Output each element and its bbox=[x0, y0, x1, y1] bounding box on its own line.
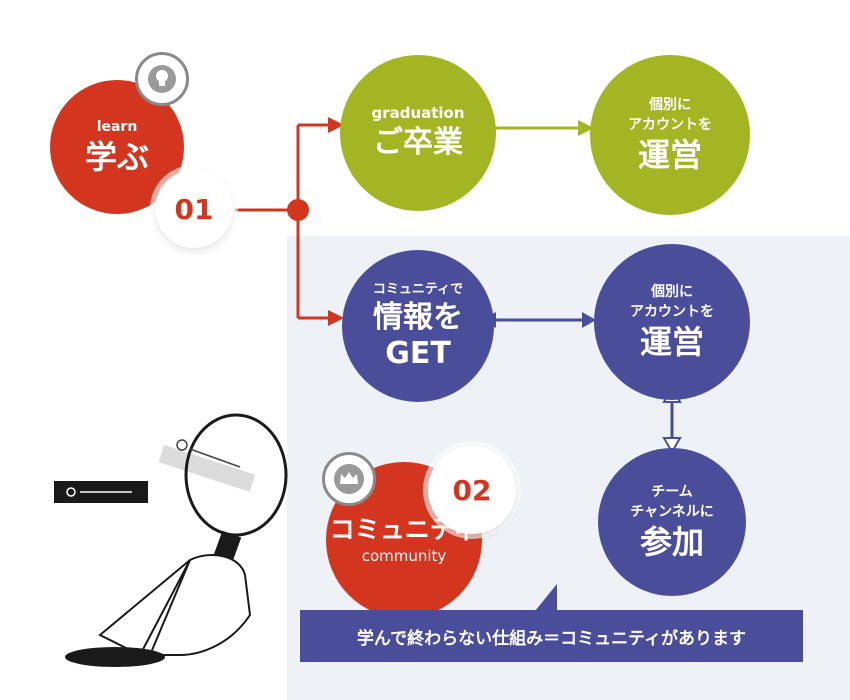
team-line2: チャンネルに bbox=[630, 504, 714, 520]
arrowhead-info bbox=[328, 310, 344, 326]
community-en: community bbox=[361, 547, 447, 565]
info-line1: コミュニティで bbox=[372, 282, 464, 297]
operate-top-circle: 個別に アカウントを 運営 bbox=[590, 55, 750, 215]
learn-en: learn bbox=[96, 119, 138, 135]
operate-bottom-circle: 個別に アカウントを 運営 bbox=[594, 244, 750, 400]
crown-icon bbox=[322, 452, 376, 506]
operate-bottom-line2: アカウントを bbox=[630, 304, 714, 320]
community-number-badge: 02 bbox=[428, 446, 516, 534]
info-circle: コミュニティで 情報を GET bbox=[342, 250, 494, 402]
operate-bottom-big: 運営 bbox=[639, 323, 704, 361]
arrowhead-operate-top bbox=[578, 120, 594, 136]
arrowhead-graduation bbox=[328, 117, 344, 133]
lightbulb-icon bbox=[135, 52, 189, 106]
info-big2: GET bbox=[385, 336, 451, 371]
graduation-en: graduation bbox=[371, 104, 465, 122]
team-circle: チーム チャンネルに 参加 bbox=[598, 448, 746, 596]
graduation-circle: graduation ご卒業 bbox=[340, 55, 496, 211]
team-big: 参加 bbox=[639, 523, 704, 561]
magnifier-illustration bbox=[54, 413, 288, 667]
operate-top-big: 運営 bbox=[637, 136, 702, 174]
learn-jp: 学ぶ bbox=[84, 138, 149, 176]
learn-number-badge: 01 bbox=[155, 170, 233, 248]
operate-top-line1: 個別に bbox=[649, 97, 691, 113]
arrowhead-down bbox=[662, 437, 682, 455]
caption-tail bbox=[535, 584, 557, 611]
caption-text: 学んで終わらない仕組み＝コミュニティがあります bbox=[300, 610, 803, 662]
graduation-jp: ご卒業 bbox=[373, 125, 463, 160]
team-line1: チーム bbox=[651, 484, 693, 500]
arrowhead-operate-right bbox=[582, 312, 596, 328]
info-big1: 情報を bbox=[373, 300, 463, 335]
operate-top-line2: アカウントを bbox=[628, 117, 712, 133]
operate-bottom-line1: 個別に bbox=[651, 284, 693, 300]
